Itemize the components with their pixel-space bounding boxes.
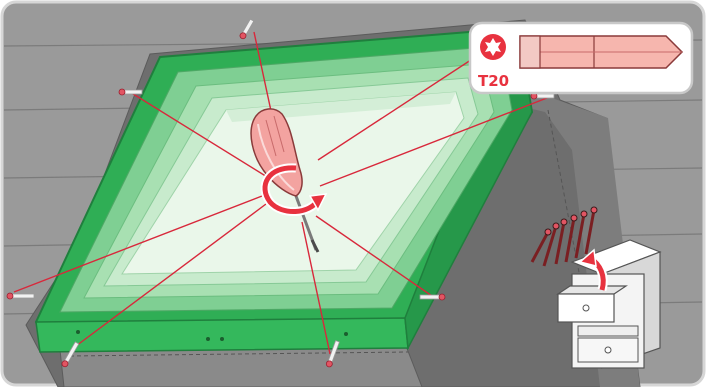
torx-bit-icon bbox=[480, 34, 506, 60]
bit-size-label: T20 bbox=[478, 72, 509, 90]
torx-bit-callout: T20 bbox=[470, 23, 692, 93]
